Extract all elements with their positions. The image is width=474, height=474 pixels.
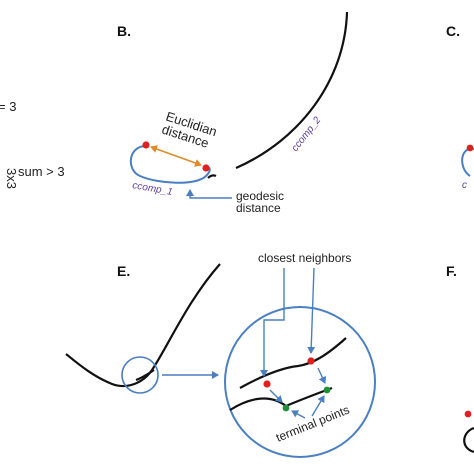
curve-e-short — [135, 369, 155, 382]
loop-fragment-c — [461, 147, 474, 177]
link-arrow-vertical-right — [317, 367, 327, 384]
panel-label-c: C. — [446, 23, 460, 39]
geodesic-arrow — [186, 189, 232, 199]
zoom-circle — [224, 306, 376, 458]
closest-neighbors-label: closest neighbors — [258, 251, 351, 265]
geodesic-label-line2: distance — [236, 201, 281, 215]
zoom-curve-upper — [239, 337, 347, 389]
closest-arrow-right — [307, 267, 316, 354]
curve-e-long — [65, 263, 221, 388]
red-point-closest-left — [263, 380, 271, 388]
curve-fragment-f — [463, 426, 474, 454]
closest-arrow-left — [260, 268, 285, 377]
euclidian-distance-arrow — [150, 145, 202, 167]
zoom-curve-lower — [229, 386, 333, 411]
terminal-arrow-left — [291, 410, 306, 419]
curve-ccomp-2-long — [235, 11, 349, 170]
panel-label-f: F. — [446, 263, 457, 279]
green-terminal-left — [282, 404, 290, 412]
ccomp-2-label: ccomp_2 — [290, 115, 324, 154]
red-point-f — [464, 410, 472, 418]
panel-label-e: E. — [117, 263, 130, 279]
zoom-source-circle — [121, 356, 159, 394]
red-point-c — [466, 144, 474, 152]
red-point-closest-right — [307, 357, 315, 365]
link-arrow-vertical-left — [269, 389, 283, 403]
red-endpoint-left — [142, 141, 150, 149]
terminal-arrow-right — [311, 395, 325, 417]
red-endpoint-right — [202, 164, 210, 172]
label-sum-gt-3: sum > 3 — [18, 164, 65, 179]
ccomp-fragment-c: c — [462, 180, 467, 191]
green-terminal-right — [323, 386, 331, 394]
label-equals-3: = 3 — [0, 99, 16, 114]
label-3x3-vertical: 3x3 — [4, 168, 19, 189]
loop-ccomp-1 — [130, 145, 211, 184]
curve-ccomp-2 — [207, 174, 217, 179]
geodesic-label-line1: geodesic — [236, 189, 284, 203]
panel-label-b: B. — [117, 23, 131, 39]
